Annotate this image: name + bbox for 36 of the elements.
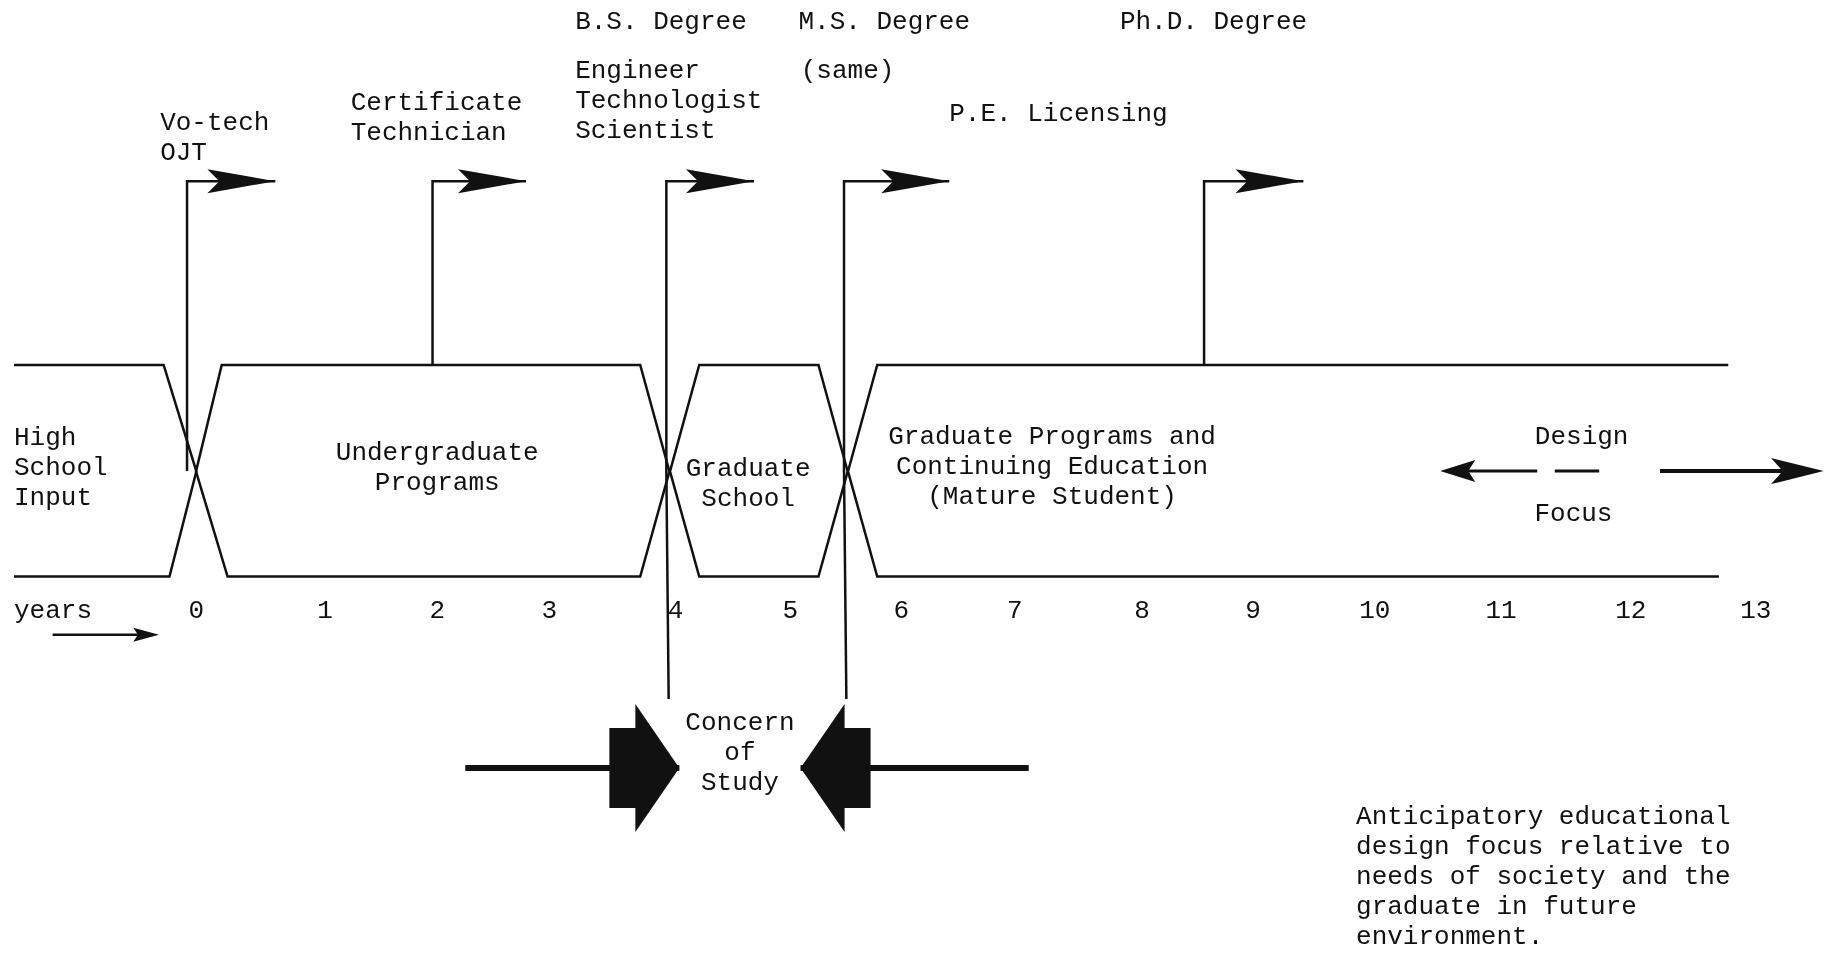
arrow [431,169,527,365]
band-label: Graduate Programs and Continuing Education (Mature Student) [888,422,1216,512]
arrow [1202,169,1304,365]
arrow [665,169,754,472]
text-label: M.S. Degree [798,7,971,37]
text-label: P.E. Licensing [949,99,1168,130]
text-label: Design [1534,422,1629,452]
axis-tick-label: 4 [667,596,684,627]
axis-tick-label: 5 [782,596,799,627]
text-label: Certificate Technician [350,87,523,148]
band-label: High School Input [14,423,108,514]
node-label: Concern of Study [685,708,795,799]
axis-tick-label: 13 [1740,596,1772,627]
text-label: Engineer Technologist Scientist [575,56,763,147]
text-label: Ph.D. Degree [1119,7,1308,37]
arrow [842,169,950,472]
note-text: Anticipatory educational design focus relative to needs of society and the graduate in future environment. [1356,801,1732,952]
axis-tick-label: 8 [1134,596,1150,627]
band-label: Undergraduate Programs [335,438,539,499]
axis-tick-label: 1 [317,596,333,627]
axis-tick-label: 3 [541,596,558,627]
text-label: years [14,596,93,627]
arrow [185,169,276,472]
text-label: (same) [800,56,895,87]
axis-tick-label: 2 [429,596,445,627]
axis-tick-label: 11 [1485,596,1517,627]
axis-tick-label: 10 [1359,596,1391,627]
text-label: Focus [1534,499,1613,530]
axis-tick-label: 7 [1006,596,1023,627]
axis-tick-label: 0 [188,596,205,627]
band-label: Graduate School [685,453,811,514]
axis-tick-label: 12 [1615,596,1647,627]
axis-tick-label: 6 [893,596,910,627]
text-label: B.S. Degree [575,7,747,37]
node-label: Vo-tech OJT [160,107,270,168]
axis-tick-label: 9 [1245,596,1261,627]
